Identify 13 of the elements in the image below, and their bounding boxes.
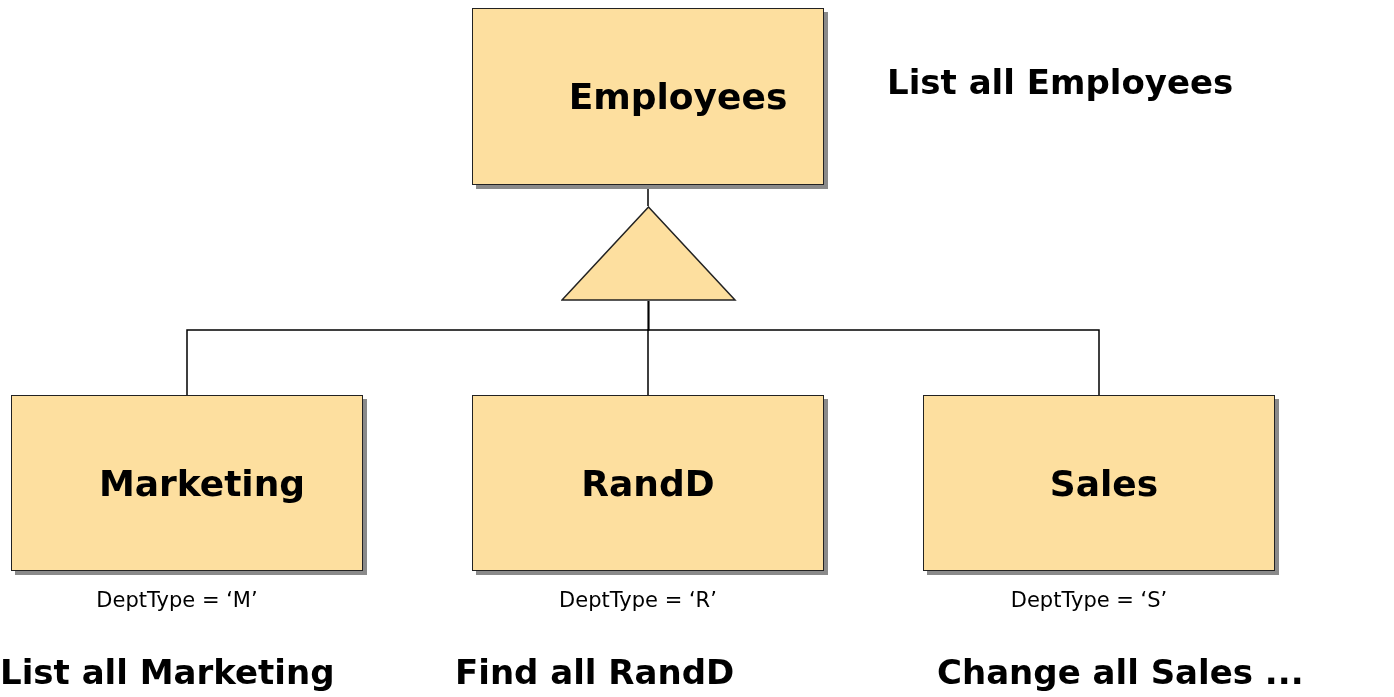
query-note: List all Employees	[887, 62, 1234, 102]
entity-name: Sales	[1048, 462, 1159, 504]
entity-name: Marketing	[97, 462, 306, 504]
query-note: Find all RandD	[455, 652, 735, 692]
connector-line	[647, 300, 1100, 396]
discriminator-text: DeptType = ‘S’	[1010, 588, 1168, 612]
query-note: Change all Sales ...	[937, 652, 1304, 692]
discriminator-text: DeptType = ‘M’	[96, 588, 258, 612]
entity-name: Employees	[567, 76, 788, 117]
query-note: List all Marketing	[0, 652, 335, 692]
triangle-symbol	[561, 206, 737, 301]
discriminator-text: DeptType = ‘R’	[559, 588, 717, 612]
entity-name: RandD	[581, 462, 715, 504]
